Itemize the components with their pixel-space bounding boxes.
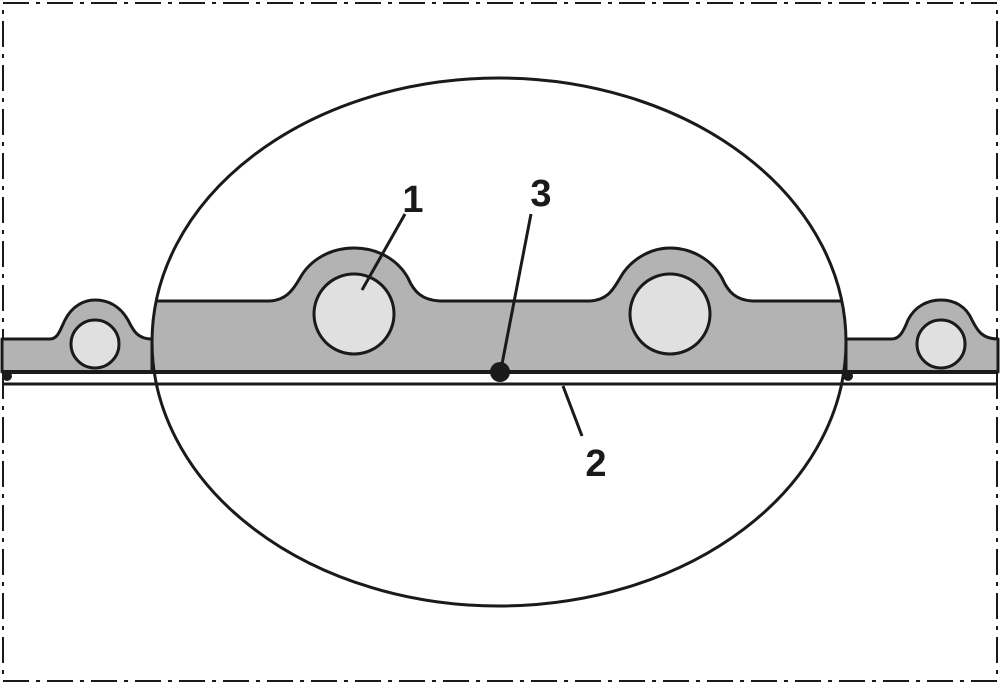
weld-point-center: [490, 362, 510, 382]
leader-line-2: [561, 385, 584, 437]
center-right-bead: [628, 272, 712, 356]
left-bead: [69, 318, 121, 370]
center-left-bead: [312, 272, 396, 356]
hose-ellipse: [150, 76, 848, 608]
leader-line-1: [360, 213, 407, 291]
callout-label-2: 2: [585, 443, 606, 485]
leader-line-3: [500, 213, 533, 365]
right-bead: [915, 318, 967, 370]
weld-point-right: [843, 371, 853, 381]
callout-label-3: 3: [530, 173, 551, 215]
callout-label-1: 1: [402, 179, 423, 221]
center-wall-segment: [152, 246, 846, 374]
weld-point-left: [2, 371, 12, 381]
